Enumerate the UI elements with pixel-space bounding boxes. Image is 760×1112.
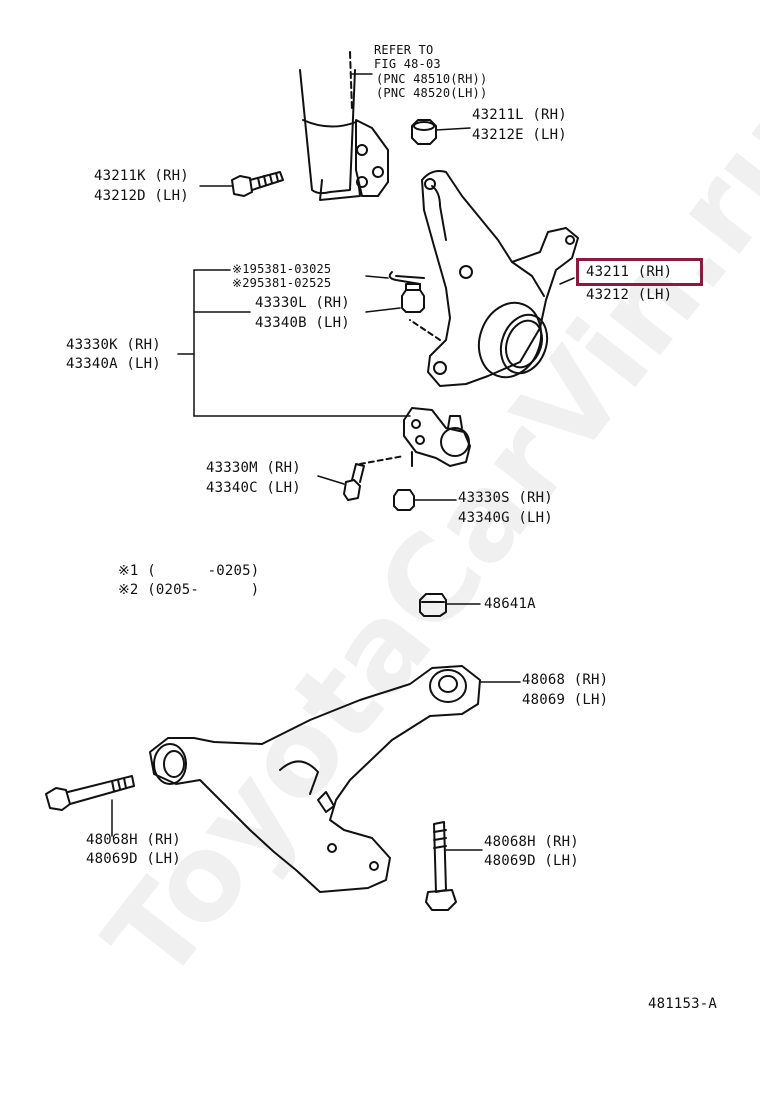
ball-joint-bolt-lh-label[interactable]: 43340C (LH) — [206, 480, 301, 496]
figure-code: 481153-A — [648, 996, 718, 1012]
reference-note-line2: FIG 48-03 — [374, 57, 441, 71]
lower-arm-rh-label[interactable]: 48068 (RH) — [522, 672, 609, 688]
arm-bolt-right-lh-label[interactable]: 48069D (LH) — [484, 853, 579, 869]
castle-nut-lh-label[interactable]: 43340B (LH) — [255, 315, 350, 331]
ball-joint-lh-label[interactable]: 43340A (LH) — [66, 356, 161, 372]
bracket-lines — [177, 269, 411, 417]
ball-joint-bolt-drawing — [317, 455, 405, 501]
note-2: ※2 (0205- ) — [118, 582, 260, 598]
note-1: ※1 ( -0205) — [118, 563, 260, 579]
castle-nut-rh-label[interactable]: 43330L (RH) — [255, 295, 350, 311]
bolt-top-lh-label[interactable]: 43212D (LH) — [94, 188, 189, 204]
lower-arm-drawing — [149, 665, 521, 893]
arm-nut-label[interactable]: 48641A — [484, 596, 536, 612]
castle-nut-drawing — [365, 283, 425, 313]
reference-note-line3: (PNC 48510(RH)) — [376, 72, 488, 86]
knuckle-drawing — [409, 170, 579, 387]
arm-bolt-right-drawing — [425, 821, 483, 911]
nut-top-rh-label[interactable]: 43211L (RH) — [472, 107, 567, 123]
arm-bolt-left-lh-label[interactable]: 48069D (LH) — [86, 851, 181, 867]
ball-joint-nut-lh-label[interactable]: 43340G (LH) — [458, 510, 553, 526]
bolt-top-drawing — [199, 171, 284, 197]
arm-bolt-left-rh-label[interactable]: 48068H (RH) — [86, 832, 181, 848]
bolt-top-rh-label[interactable]: 43211K (RH) — [94, 168, 189, 184]
lower-arm-lh-label[interactable]: 48069 (LH) — [522, 692, 609, 708]
strut-drawing — [299, 51, 389, 201]
arm-nut-drawing — [419, 593, 481, 617]
ball-joint-drawing — [403, 407, 471, 467]
reference-note-line4: (PNC 48520(LH)) — [376, 86, 488, 100]
ball-joint-bolt-rh-label[interactable]: 43330M (RH) — [206, 460, 301, 476]
knuckle-rh-label[interactable]: 43211 (RH) — [586, 264, 673, 280]
nut-top-drawing — [411, 119, 471, 145]
reference-note-line1: REFER TO — [374, 43, 434, 57]
pin-ref-1-label[interactable]: ※195381-03025 — [232, 262, 332, 276]
ball-joint-rh-label[interactable]: 43330K (RH) — [66, 337, 161, 353]
nut-top-lh-label[interactable]: 43212E (LH) — [472, 127, 567, 143]
pin-ref-2-label[interactable]: ※295381-02525 — [232, 276, 332, 290]
arm-bolt-left-drawing — [45, 775, 135, 837]
cotter-pin-drawing — [365, 271, 425, 285]
knuckle-lh-label[interactable]: 43212 (LH) — [586, 287, 673, 303]
arm-bolt-right-rh-label[interactable]: 48068H (RH) — [484, 834, 579, 850]
ball-joint-nut-drawing — [393, 489, 457, 511]
highlight-box — [576, 258, 703, 286]
ball-joint-nut-rh-label[interactable]: 43330S (RH) — [458, 490, 553, 506]
